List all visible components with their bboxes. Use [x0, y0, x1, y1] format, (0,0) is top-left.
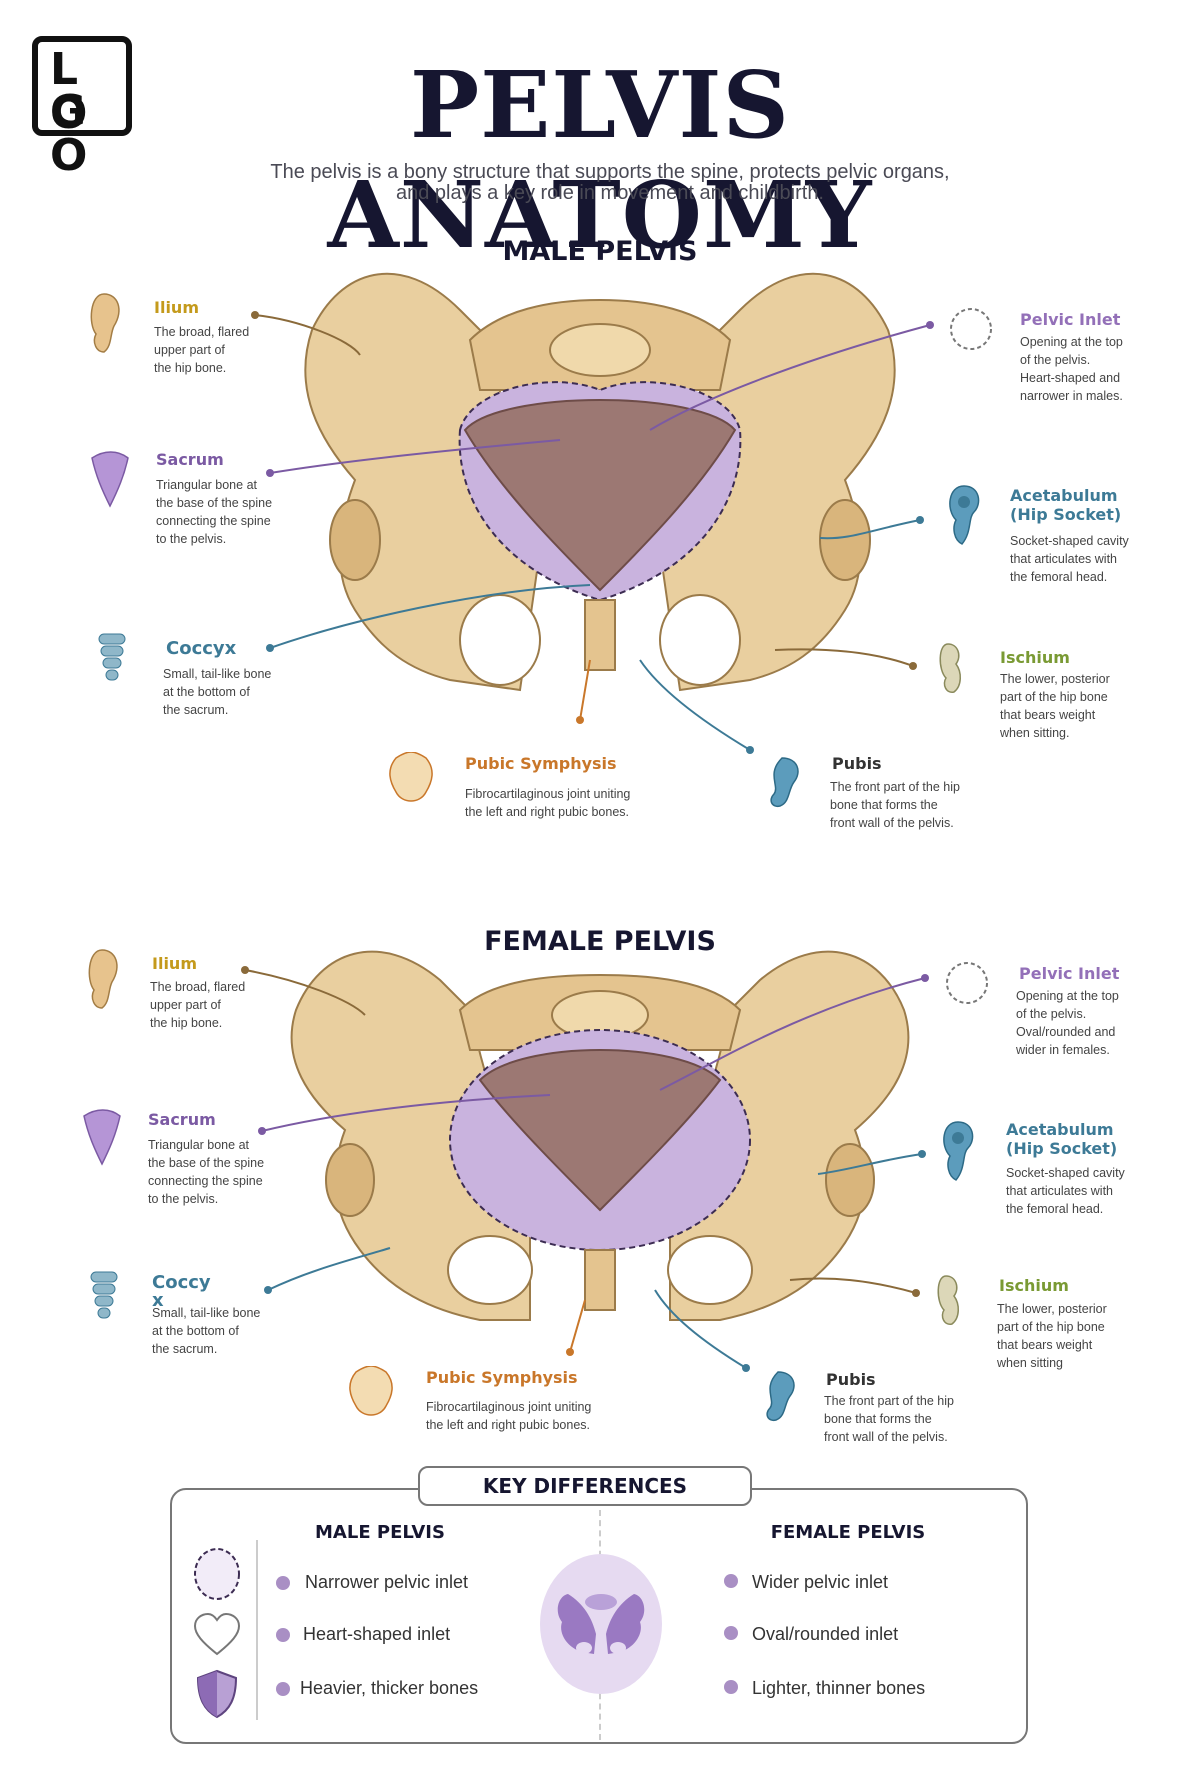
female-coccyx-title: Coccy x — [152, 1272, 211, 1311]
logo-line2: G O — [50, 86, 88, 181]
divider-left — [256, 1540, 258, 1720]
ilium-icon — [88, 949, 118, 1009]
female-acetabulum-desc: Socket-shaped cavity that articulates wi… — [1006, 1166, 1125, 1216]
acetabulum-icon — [943, 1121, 974, 1181]
male-left-acetabulum — [329, 499, 381, 581]
page-title: PELVIS ANATOMY — [327, 51, 873, 269]
male-sacrum-title: Sacrum — [156, 450, 224, 469]
male-pubic-desc: Fibrocartilaginous joint uniting the lef… — [465, 787, 631, 819]
pelvic-inlet-icon — [950, 308, 992, 350]
female-coccyx-desc: Small, tail-like bone at the bottom of t… — [152, 1306, 261, 1356]
male-coccyx-desc: Small, tail-like bone at the bottom of t… — [163, 667, 272, 717]
shield-icon — [196, 1669, 238, 1719]
subtitle-line-1: The pelvis is a bony structure that supp… — [270, 161, 950, 183]
sacrum-icon — [91, 451, 129, 508]
male-ischium-title: Ischium — [1000, 648, 1070, 667]
pubic-symphysis-icon — [389, 752, 433, 802]
pubis-icon — [766, 1371, 795, 1422]
male-inlet-desc: Opening at the top of the pelvis. Heart-… — [1020, 335, 1123, 403]
pubis-icon — [770, 757, 799, 808]
female-sacrum-shape — [478, 1049, 722, 1212]
ischium-icon — [939, 643, 961, 693]
heart-icon — [193, 1612, 241, 1656]
male-pelvis-illustration — [304, 272, 896, 692]
bullet-dot — [724, 1680, 738, 1694]
bullet-dot — [724, 1574, 738, 1588]
male-pubis-desc: The front part of the hip bone that form… — [830, 780, 960, 830]
key-female-item-2: Oval/rounded inlet — [752, 1624, 899, 1644]
female-left-acetabulum — [325, 1143, 375, 1217]
male-ischium-desc: The lower, posterior part of the hip bon… — [1000, 672, 1110, 740]
male-acetabulum-desc: Socket-shaped cavity that articulates wi… — [1010, 534, 1129, 584]
key-female-item-3: Lighter, thinner bones — [752, 1678, 926, 1698]
female-pubic-symphysis — [584, 1249, 616, 1311]
coccyx-icon — [98, 633, 126, 681]
female-ilium-desc: The broad, flared upper part of the hip … — [150, 980, 246, 1030]
male-inlet-title: Pelvic Inlet — [1020, 310, 1121, 329]
female-pubic-title: Pubic Symphysis — [426, 1368, 578, 1387]
female-pubis-desc: The front part of the hip bone that form… — [824, 1394, 954, 1444]
coccyx-icon — [90, 1271, 118, 1319]
male-pelvis-title: MALE PELVIS — [502, 236, 698, 267]
male-left-foramen — [459, 594, 541, 686]
bullet-dot — [724, 1626, 738, 1640]
male-right-foramen — [659, 594, 741, 686]
female-sacrum-title: Sacrum — [148, 1110, 216, 1129]
bullet-dot — [276, 1576, 290, 1590]
female-inlet-desc: Opening at the top of the pelvis. Oval/r… — [1016, 989, 1119, 1057]
pelvic-inlet-icon — [946, 962, 988, 1004]
male-pubic-symphysis — [584, 599, 616, 671]
male-vertebra — [549, 323, 651, 377]
acetabulum-icon — [949, 485, 980, 545]
key-male-item-3: Heavier, thicker bones — [300, 1678, 479, 1698]
male-sacrum-shape — [463, 399, 737, 592]
male-sacrum-desc: Triangular bone at the base of the spine… — [156, 478, 273, 546]
key-female-title: FEMALE PELVIS — [770, 1522, 926, 1543]
page-subtitle: The pelvis is a bony structure that supp… — [200, 162, 1020, 204]
logo: L O G O — [32, 36, 132, 178]
pelvis-icon — [540, 1554, 662, 1694]
female-ischium-desc: The lower, posterior part of the hip bon… — [997, 1302, 1107, 1370]
female-right-acetabulum — [825, 1143, 875, 1217]
female-inlet-title: Pelvic Inlet — [1019, 964, 1120, 983]
key-male-item-1: Narrower pelvic inlet — [305, 1572, 469, 1592]
female-pubis-title: Pubis — [826, 1370, 876, 1389]
key-differences-title: KEY DIFFERENCES — [418, 1466, 752, 1506]
logo-line1: L O — [50, 44, 88, 139]
oval-dashed-icon — [194, 1548, 240, 1600]
female-right-foramen — [667, 1235, 753, 1305]
male-pubic-title: Pubic Symphysis — [465, 754, 617, 773]
male-ilium-title: Ilium — [154, 298, 199, 317]
bullet-dot — [276, 1628, 290, 1642]
male-pubis-title: Pubis — [832, 754, 882, 773]
key-female-item-1: Wider pelvic inlet — [752, 1572, 889, 1592]
female-pelvis-illustration — [290, 950, 910, 1321]
bullet-dot — [276, 1682, 290, 1696]
female-sacrum-desc: Triangular bone at the base of the spine… — [148, 1138, 265, 1206]
female-pubic-desc: Fibrocartilaginous joint uniting the lef… — [426, 1400, 592, 1432]
male-coccyx-title: Coccyx — [166, 638, 237, 659]
female-ischium-title: Ischium — [999, 1276, 1069, 1295]
female-ilium-title: Ilium — [152, 954, 197, 973]
female-left-foramen — [447, 1235, 533, 1305]
subtitle-line-2: and plays a key role in movement and chi… — [395, 182, 824, 204]
female-acetabulum-title: Acetabulum (Hip Socket) — [1006, 1120, 1118, 1158]
sacrum-icon — [83, 1109, 121, 1166]
key-male-title: MALE PELVIS — [315, 1522, 445, 1543]
male-right-acetabulum — [819, 499, 871, 581]
male-acetabulum-title: Acetabulum (Hip Socket) — [1010, 486, 1122, 524]
male-ilium-desc: The broad, flared upper part of the hip … — [154, 325, 250, 375]
ilium-icon — [90, 293, 120, 353]
key-male-item-2: Heart-shaped inlet — [303, 1624, 451, 1644]
ischium-icon — [937, 1275, 959, 1325]
female-pelvis-title: FEMALE PELVIS — [484, 926, 716, 957]
pubic-symphysis-icon — [349, 1366, 393, 1416]
